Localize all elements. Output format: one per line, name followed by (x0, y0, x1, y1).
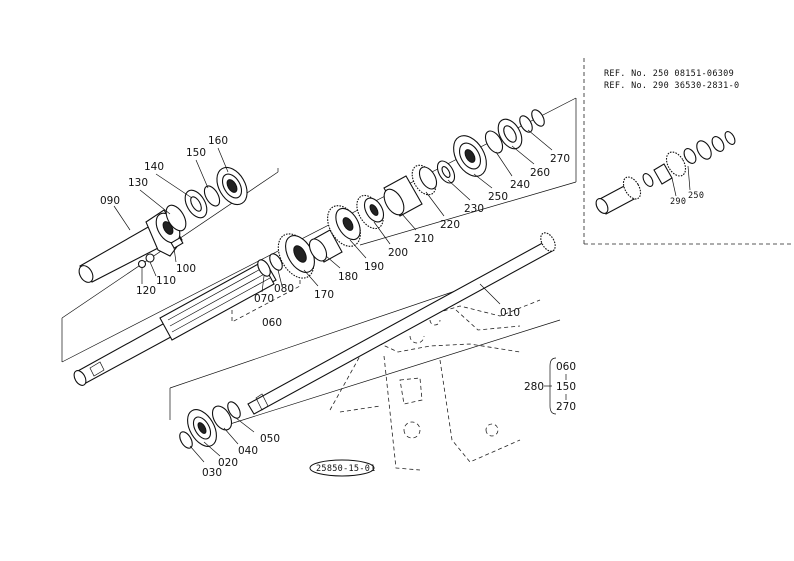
part-030-snap-ring (179, 431, 193, 449)
part-070-collar (257, 259, 271, 277)
inset-ref-line-2: REF. No. 290 36530-2831-0 (604, 81, 739, 91)
leader-lines (113, 129, 691, 463)
inset-label-290: 290 (670, 197, 686, 207)
label-220: 220 (440, 219, 460, 231)
label-080: 080 (274, 283, 294, 295)
label-170: 170 (314, 289, 334, 301)
part-130-o-ring (165, 204, 187, 232)
part-250-bearing (453, 135, 487, 177)
label-100: 100 (176, 263, 196, 275)
kit-item-150: 150 (556, 381, 576, 393)
label-040: 040 (238, 445, 258, 457)
label-230: 230 (464, 203, 484, 215)
inset-ref-line-1: REF. No. 250 08151-06309 (604, 69, 734, 79)
label-150: 150 (186, 147, 206, 159)
label-030: 030 (202, 467, 222, 479)
part-040-washer (211, 405, 233, 431)
label-110: 110 (156, 275, 176, 287)
label-190: 190 (364, 261, 384, 273)
part-060-bracket (231, 276, 301, 323)
part-050-snap-ring (227, 401, 241, 419)
part-170-gear (277, 233, 315, 279)
label-250: 250 (488, 191, 508, 203)
label-140: 140 (144, 161, 164, 173)
label-050: 050 (260, 433, 280, 445)
label-060: 060 (262, 317, 282, 329)
label-200: 200 (388, 247, 408, 259)
label-270: 270 (550, 153, 570, 165)
drawing-code-badge: 25850-15-01 (309, 459, 376, 477)
part-060-main-shaft (73, 261, 277, 386)
label-130: 130 (128, 177, 148, 189)
label-160: 160 (208, 135, 228, 147)
part-080-bushing (269, 253, 283, 271)
part-160-ball-bearing (216, 166, 248, 206)
kit-item-270: 270 (556, 401, 576, 413)
inset-box (583, 58, 794, 245)
label-020: 020 (218, 457, 238, 469)
part-180-collar (308, 229, 343, 263)
part-090-shaft-sleeve (78, 209, 183, 283)
part-210-collar (383, 175, 423, 217)
label-010: 010 (500, 307, 520, 319)
part-220-gear (411, 164, 438, 196)
kit-label: 280 (524, 381, 544, 393)
label-240: 240 (510, 179, 530, 191)
part-200-gear (356, 194, 385, 230)
inset-shaft-assembly (595, 131, 736, 215)
inset-reference-notes: REF. No. 250 08151-06309 REF. No. 290 36… (604, 69, 739, 207)
drawing-code-text: 25850-15-01 (316, 464, 376, 474)
label-260: 260 (530, 167, 550, 179)
part-230-washer (436, 160, 456, 184)
transmission-housing-outline (329, 299, 541, 471)
part-010-long-shaft (247, 232, 556, 415)
label-180: 180 (338, 271, 358, 283)
kit-280-group: 280 060 150 270 (524, 357, 576, 415)
part-190-gear (327, 205, 361, 247)
part-labels: 090 130 140 150 160 100 110 120 070 080 … (100, 135, 570, 479)
part-100-110-120-fasteners (137, 237, 184, 269)
part-240-washer (484, 130, 504, 154)
kit-item-060: 060 (556, 361, 576, 373)
inset-label-250: 250 (688, 191, 704, 201)
part-150-snap-ring (203, 185, 221, 207)
lower-assembly-frame (169, 285, 561, 425)
label-210: 210 (414, 233, 434, 245)
part-270-snap-ring (519, 109, 545, 133)
label-070: 070 (254, 293, 274, 305)
part-020-bearing (187, 409, 217, 447)
part-260-bearing (497, 118, 523, 150)
label-120: 120 (136, 285, 156, 297)
label-090: 090 (100, 195, 120, 207)
